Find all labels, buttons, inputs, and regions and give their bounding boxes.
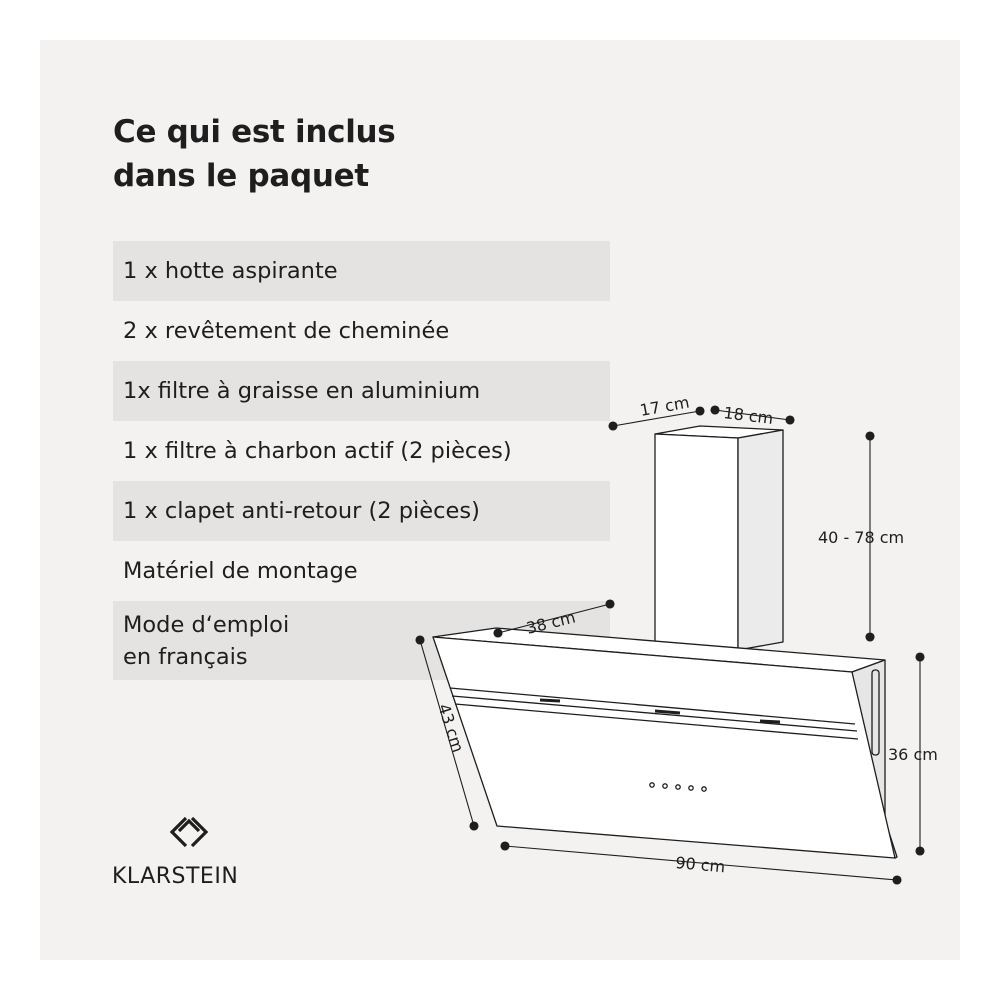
chimney-depth-label: 17 cm xyxy=(638,393,690,420)
chimney-drawing xyxy=(654,425,784,651)
hood-height-label: 36 cm xyxy=(888,745,938,764)
brand-name: KLARSTEIN xyxy=(112,864,239,889)
chimney-height-label: 40 - 78 cm xyxy=(818,528,904,547)
list-item: Matériel de montage xyxy=(123,558,358,584)
title-line-2: dans le paquet xyxy=(113,158,369,194)
list-item: 2 x revêtement de cheminée xyxy=(123,318,450,344)
list-item: 1 x hotte aspirante xyxy=(113,241,610,301)
hood-drawing xyxy=(432,627,898,859)
list-item-line-2: en français xyxy=(123,644,248,670)
list-item: 1x filtre à graisse en aluminium xyxy=(113,361,610,421)
page-title: Ce qui est inclus dans le paquet xyxy=(113,110,396,198)
title-line-1: Ce qui est inclus xyxy=(113,114,396,150)
chimney-width-label: 18 cm xyxy=(723,403,775,428)
klarstein-diamond-icon xyxy=(169,816,209,848)
list-item: 1 x clapet anti-retour (2 pièces) xyxy=(113,481,610,541)
list-item: 1 x filtre à charbon actif (2 pièces) xyxy=(123,438,512,464)
dimension-lines xyxy=(415,405,925,885)
hood-width-label: 90 cm xyxy=(675,853,726,876)
list-item-line-1: Mode d‘emploi xyxy=(123,612,290,638)
